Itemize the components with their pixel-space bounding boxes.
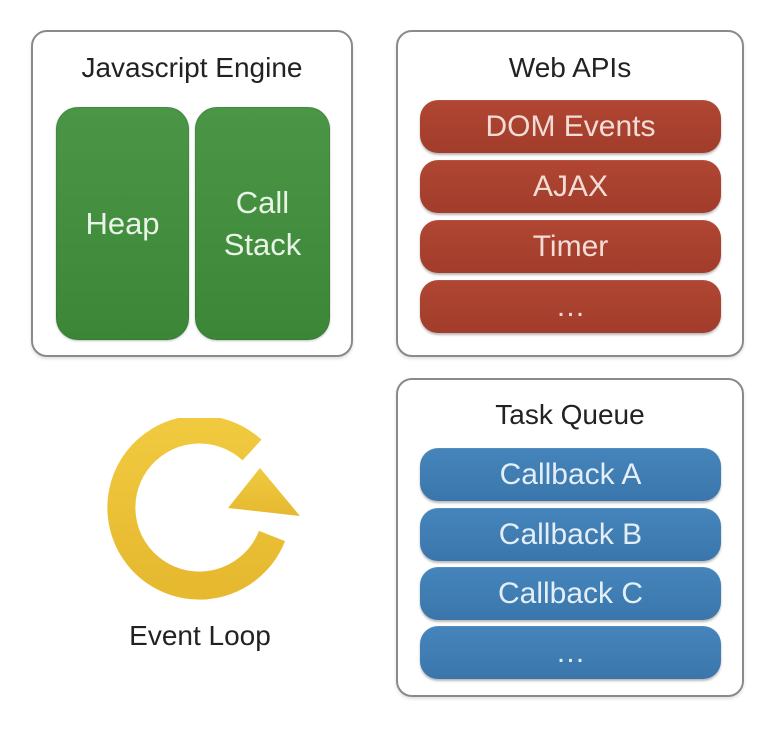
task-queue-item: Callback B bbox=[420, 508, 721, 561]
task-queue-title: Task Queue bbox=[495, 399, 645, 430]
task-queue-item: Callback C bbox=[420, 567, 721, 620]
event-loop-label: Event Loop bbox=[129, 620, 271, 651]
javascript-engine-panel: Javascript Engine Heap Call Stack bbox=[31, 30, 353, 357]
web-apis-title: Web APIs bbox=[508, 52, 632, 83]
heap-label: Heap bbox=[85, 205, 160, 241]
call-stack-block: Call Stack bbox=[195, 107, 330, 340]
task-queue-item: Callback A bbox=[420, 448, 721, 501]
task-queue-panel: Task Queue Callback A Callback B Callbac… bbox=[396, 378, 744, 697]
web-api-item: Timer bbox=[420, 220, 721, 273]
web-apis-panel: Web APIs DOM Events AJAX Timer … bbox=[396, 30, 744, 357]
event-loop-icon bbox=[100, 415, 310, 603]
task-queue-item: … bbox=[420, 626, 721, 679]
web-api-item: … bbox=[420, 280, 721, 333]
javascript-engine-title: Javascript Engine bbox=[81, 52, 303, 83]
circular-arrow-icon bbox=[107, 415, 300, 600]
web-api-item: DOM Events bbox=[420, 100, 721, 153]
web-api-item: AJAX bbox=[420, 160, 721, 213]
heap-block: Heap bbox=[56, 107, 189, 340]
call-stack-label: Call Stack bbox=[223, 184, 302, 262]
